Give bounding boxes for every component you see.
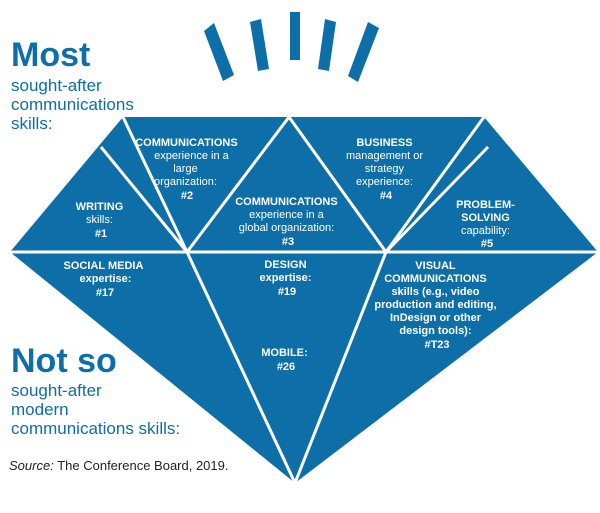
facet-text: experience in a [154, 150, 229, 162]
facet-text: BUSINESS [356, 137, 412, 149]
facet-text: #26 [277, 361, 295, 373]
facet-label-business: BUSINESS management or strategy experien… [346, 137, 426, 202]
facet-text: large [173, 163, 197, 175]
facet-text: skills (e.g., video [391, 286, 479, 298]
facet-text: experience: [356, 176, 413, 188]
facet-text: expertise: [259, 272, 311, 284]
facet-line [121, 115, 486, 254]
facet-text: capability: [461, 225, 510, 237]
facet-text: WRITING [76, 201, 124, 213]
source-label: Source: [9, 458, 54, 473]
facet-text: COMMUNICATIONS [235, 196, 337, 208]
facet-text: #T23 [424, 339, 449, 351]
facet-text: MOBILE: [261, 347, 307, 359]
top-heading-line: communications [11, 95, 134, 114]
facet-text: organization: [154, 176, 217, 188]
facet-text: #1 [95, 228, 107, 240]
facet-text: experience in a [249, 209, 324, 221]
facet-text: #5 [481, 238, 493, 250]
bottom-heading-line: sought-after [11, 381, 102, 400]
facet-text: #3 [282, 236, 294, 248]
sparkle-ray [318, 19, 336, 71]
top-heading: Most sought-after communications skills: [11, 38, 134, 133]
sparkle-ray [348, 22, 379, 82]
facet-text: SOLVING [461, 212, 510, 224]
bottom-heading: Not so sought-after modern communication… [11, 344, 180, 438]
source-text: The Conference Board, 2019. [57, 458, 229, 473]
facet-label-visual: VISUAL COMMUNICATIONS skills (e.g., vide… [374, 260, 499, 351]
facet-label-problem-solving: PROBLEM- SOLVING capability: #5 [456, 199, 518, 250]
top-heading-big: Most [11, 36, 91, 74]
facet-text: global organization: [239, 222, 334, 234]
bottom-heading-big: Not so [11, 342, 117, 380]
sparkle-rays [204, 12, 379, 82]
facet-label-comms-global: COMMUNICATIONS experience in a global or… [235, 196, 341, 248]
facet-text: PROBLEM- [456, 199, 515, 211]
facet-label-design: DESIGN expertise: #19 [259, 259, 314, 298]
facet-label-writing: WRITING skills: #1 [76, 201, 127, 240]
diamond-body [10, 117, 598, 483]
sparkle-ray [290, 12, 300, 60]
facet-text: SOCIAL MEDIA [64, 260, 144, 272]
sparkle-ray [250, 19, 269, 71]
facet-label-mobile: MOBILE: #26 [261, 347, 311, 373]
facet-text: skills: [86, 214, 113, 226]
bottom-heading-line: modern [11, 400, 69, 419]
facet-text: #4 [380, 190, 393, 202]
facet-text: COMMUNICATIONS [135, 137, 237, 149]
facet-text: management or [346, 150, 423, 162]
facet-text: strategy [365, 163, 405, 175]
facet-label-social-media: SOCIAL MEDIA expertise: #17 [64, 260, 147, 299]
facet-text: VISUAL [415, 260, 456, 272]
sparkle-ray [204, 23, 234, 81]
facet-text: expertise: [79, 273, 131, 285]
facet-lines [10, 115, 598, 485]
facet-line [185, 251, 388, 485]
facet-line [384, 145, 490, 254]
top-heading-line: sought-after [11, 76, 102, 95]
facet-line [99, 146, 189, 253]
facet-text: design tools): [399, 325, 471, 337]
facet-text: InDesign or other [390, 312, 482, 324]
source-note: Source: The Conference Board, 2019. [9, 458, 228, 473]
facet-text: DESIGN [264, 259, 306, 271]
facet-text: #2 [181, 190, 193, 202]
facet-text: #17 [96, 287, 114, 299]
facet-text: COMMUNICATIONS [384, 273, 486, 285]
bottom-heading-line: communications skills: [11, 419, 181, 438]
top-heading-line: skills: [11, 114, 53, 133]
facet-label-comms-large: COMMUNICATIONS experience in a large org… [135, 137, 241, 202]
facet-text: production and editing, [374, 299, 496, 311]
facet-text: #19 [278, 286, 296, 298]
